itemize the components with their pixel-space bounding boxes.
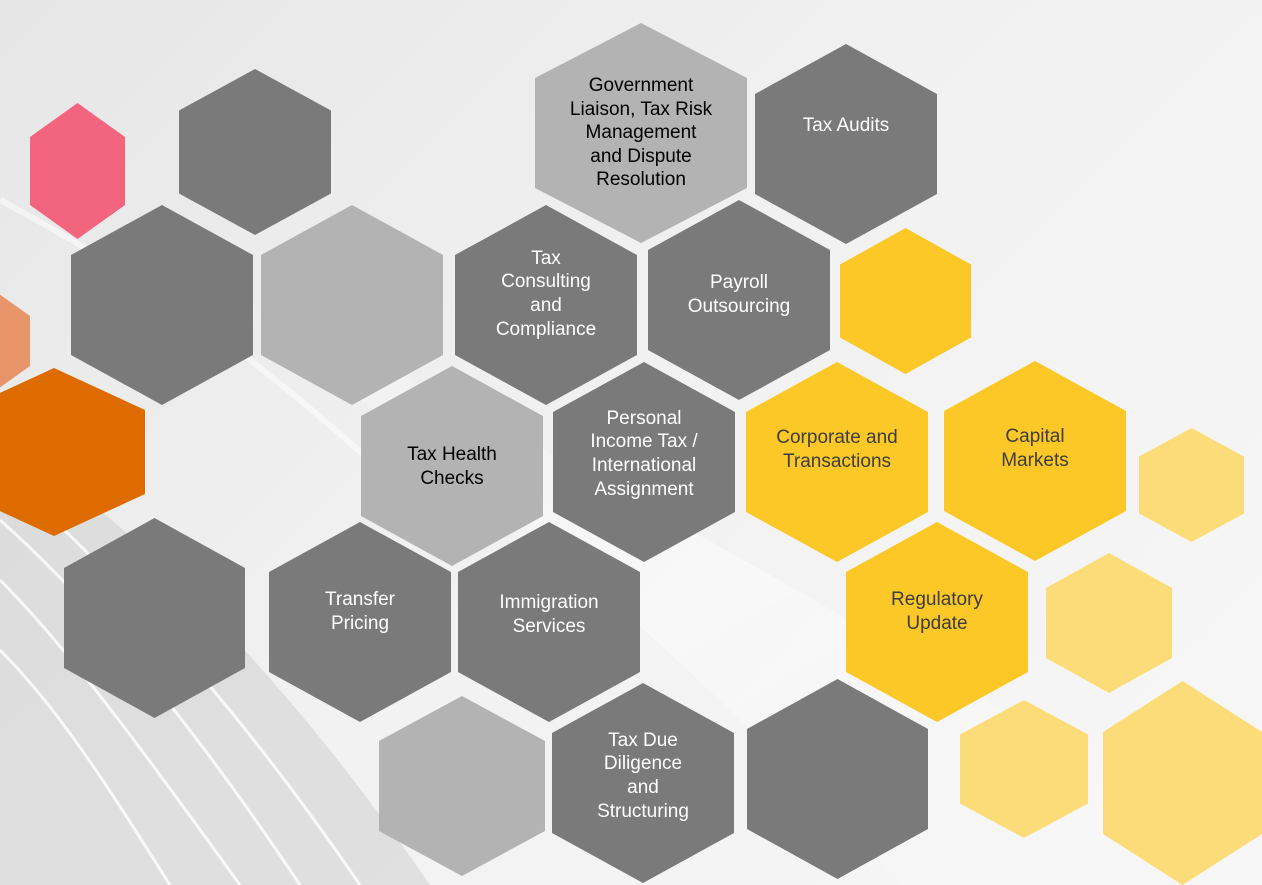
service-label-tax-due-diligence: Tax Due Diligence and Structuring xyxy=(597,729,689,822)
service-label-transfer-pricing: Transfer Pricing xyxy=(324,589,396,634)
service-label-immigration-services: Immigration Services xyxy=(499,592,599,637)
decor-hex-gray-light-left xyxy=(261,205,443,405)
decor-hex-yellow-light-corner xyxy=(1103,681,1262,885)
service-label-payroll-outsourcing: Payroll Outsourcing xyxy=(687,272,791,317)
service-label-regulatory-update: Regulatory Update xyxy=(891,589,983,634)
service-label-tax-consulting: Tax Consulting and Compliance xyxy=(495,247,597,340)
service-label-capital-markets: Capital Markets xyxy=(1001,426,1069,471)
service-label-government-liaison: Government Liaison, Tax Risk Management … xyxy=(569,75,713,191)
service-label-tax-health-checks: Tax Health Checks xyxy=(407,443,497,489)
service-label-tax-audits: Tax Audits xyxy=(802,115,890,137)
service-label-corporate-transactions: Corporate and Transactions xyxy=(776,427,898,472)
decor-hex-yellow-light-right xyxy=(1139,428,1244,542)
service-label-personal-income-tax: Personal Income Tax / International Assi… xyxy=(590,407,698,500)
